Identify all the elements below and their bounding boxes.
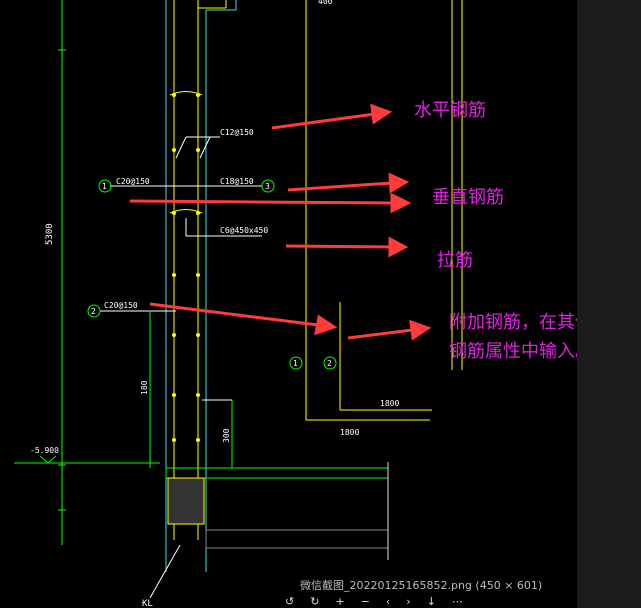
download-icon[interactable]: ↓ bbox=[426, 595, 436, 608]
viewer-side-panel bbox=[577, 0, 641, 608]
dim-text-1800-b: 1800 bbox=[340, 428, 359, 437]
foundation-hatch bbox=[205, 529, 389, 549]
callout-circle-2b bbox=[323, 356, 337, 370]
leader-line bbox=[199, 136, 211, 159]
dim-text-300: 300 bbox=[222, 428, 231, 443]
zoom-in-icon[interactable]: + bbox=[335, 595, 345, 608]
callout-number-3: 3 bbox=[265, 182, 270, 191]
annotation-arrows bbox=[129, 103, 432, 341]
leader-line bbox=[175, 136, 187, 159]
dim-text-400: 400 bbox=[318, 0, 333, 6]
image-caption: 微信截图_20220125165852.png (450 × 601) bbox=[300, 579, 543, 592]
elevation-symbol bbox=[39, 455, 57, 464]
callout-number-1b: 1 bbox=[293, 359, 298, 368]
annotation-tie-rebar: 拉筋 bbox=[437, 250, 473, 271]
column-hatch bbox=[167, 477, 205, 525]
annotation-vertical-rebar: 垂直钢筋 bbox=[432, 187, 504, 208]
viewer-toolbar: ↺ ↻ + − ‹ › ↓ ⋯ bbox=[285, 596, 585, 608]
next-icon[interactable]: › bbox=[406, 595, 411, 608]
annotation-additional-line1: 附加钢筋，在其他 bbox=[449, 312, 593, 333]
rebar-label-horizontal: C12@150 bbox=[220, 128, 254, 137]
dim-text-1800-a: 1800 bbox=[380, 399, 399, 408]
dim-text-5300: 5300 bbox=[45, 223, 55, 245]
annotation-additional-line2: 钢筋属性中输入。 bbox=[449, 341, 593, 362]
rotate-right-icon[interactable]: ↻ bbox=[310, 595, 320, 608]
kl-leader bbox=[149, 544, 181, 599]
callout-number-1: 1 bbox=[102, 182, 107, 191]
rebar-label-tie: C6@450x450 bbox=[220, 226, 268, 235]
rebar-label-vertical-left: C20@150 bbox=[116, 177, 150, 186]
callout-circle-3 bbox=[261, 179, 275, 193]
tie-arc bbox=[169, 91, 203, 96]
dim-text-180: 180 bbox=[140, 380, 149, 395]
elevation-text: -5.900 bbox=[30, 446, 59, 455]
horizontal-rebar-dots bbox=[172, 93, 200, 442]
callout-circle-1 bbox=[98, 179, 112, 193]
zoom-out-icon[interactable]: − bbox=[360, 595, 370, 608]
callout-circle-1b bbox=[289, 356, 303, 370]
rebar-label-vertical-right: C18@150 bbox=[220, 177, 254, 186]
kl-label: KL bbox=[142, 599, 153, 608]
annotation-horizontal-rebar: 水平钢筋 bbox=[414, 100, 486, 121]
callout-number-2b: 2 bbox=[327, 359, 332, 368]
rotate-left-icon[interactable]: ↺ bbox=[285, 595, 295, 608]
rebar-label-additional: C20@150 bbox=[104, 301, 138, 310]
tie-arc bbox=[169, 209, 203, 214]
more-icon[interactable]: ⋯ bbox=[451, 595, 463, 608]
callout-number-2: 2 bbox=[91, 307, 96, 316]
callout-circle-2 bbox=[87, 304, 101, 318]
slab-top bbox=[165, 467, 389, 479]
prev-icon[interactable]: ‹ bbox=[385, 595, 391, 608]
